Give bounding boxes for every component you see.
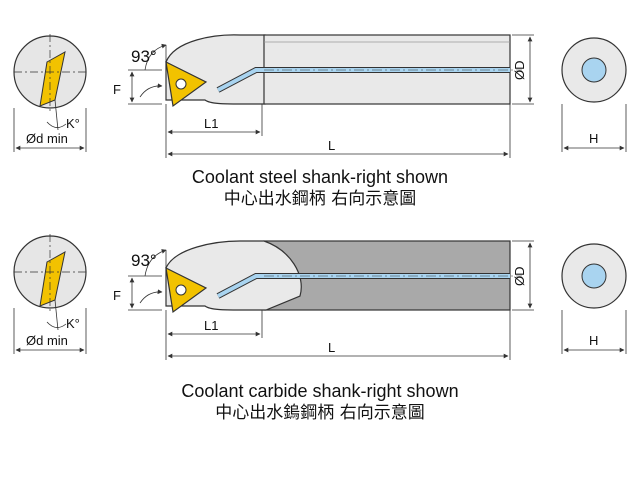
od-label: ØD bbox=[512, 61, 527, 81]
k-angle-label: K° bbox=[66, 316, 80, 331]
dmin-label: Ød min bbox=[26, 131, 68, 146]
dmin-label: Ød min bbox=[26, 333, 68, 348]
l1-label: L1 bbox=[204, 318, 218, 333]
end-view-left: Ød min K° bbox=[13, 34, 87, 152]
l1-label: L1 bbox=[204, 116, 218, 131]
h-label: H bbox=[589, 333, 598, 348]
steel-caption: Coolant steel shank-right shown 中心出水鋼柄 右… bbox=[0, 166, 640, 210]
steel-caption-en: Coolant steel shank-right shown bbox=[191, 167, 449, 187]
steel-caption-zh: 中心出水鋼柄 右向示意圖 bbox=[223, 189, 417, 209]
tool-body: 93° bbox=[131, 34, 522, 108]
od-label: ØD bbox=[512, 267, 527, 287]
angle-93-label: 93° bbox=[131, 251, 157, 270]
tool-body: 93° bbox=[131, 240, 522, 314]
carbide-view: Ød min K° 93° F bbox=[13, 234, 627, 360]
carbide-caption-en: Coolant carbide shank-right shown bbox=[181, 381, 459, 401]
l-label: L bbox=[328, 138, 335, 153]
carbide-caption-zh: 中心出水鎢鋼柄 右向示意圖 bbox=[215, 403, 425, 423]
l-label: L bbox=[328, 340, 335, 355]
carbide-caption: Coolant carbide shank-right shown 中心出水鎢鋼… bbox=[0, 380, 640, 424]
end-view-right: H bbox=[561, 37, 627, 152]
f-label: F bbox=[113, 288, 121, 303]
dimensions: F L1 L ØD bbox=[113, 34, 534, 158]
f-label: F bbox=[113, 82, 121, 97]
end-view-right: H bbox=[561, 243, 627, 354]
steel-view: Ød min K° 93° bbox=[13, 34, 627, 158]
k-angle-label: K° bbox=[66, 116, 80, 131]
h-label: H bbox=[589, 131, 598, 146]
end-view-left: Ød min K° bbox=[13, 234, 87, 354]
dimensions: F L1 L ØD bbox=[113, 240, 534, 360]
angle-93-label: 93° bbox=[131, 47, 157, 66]
